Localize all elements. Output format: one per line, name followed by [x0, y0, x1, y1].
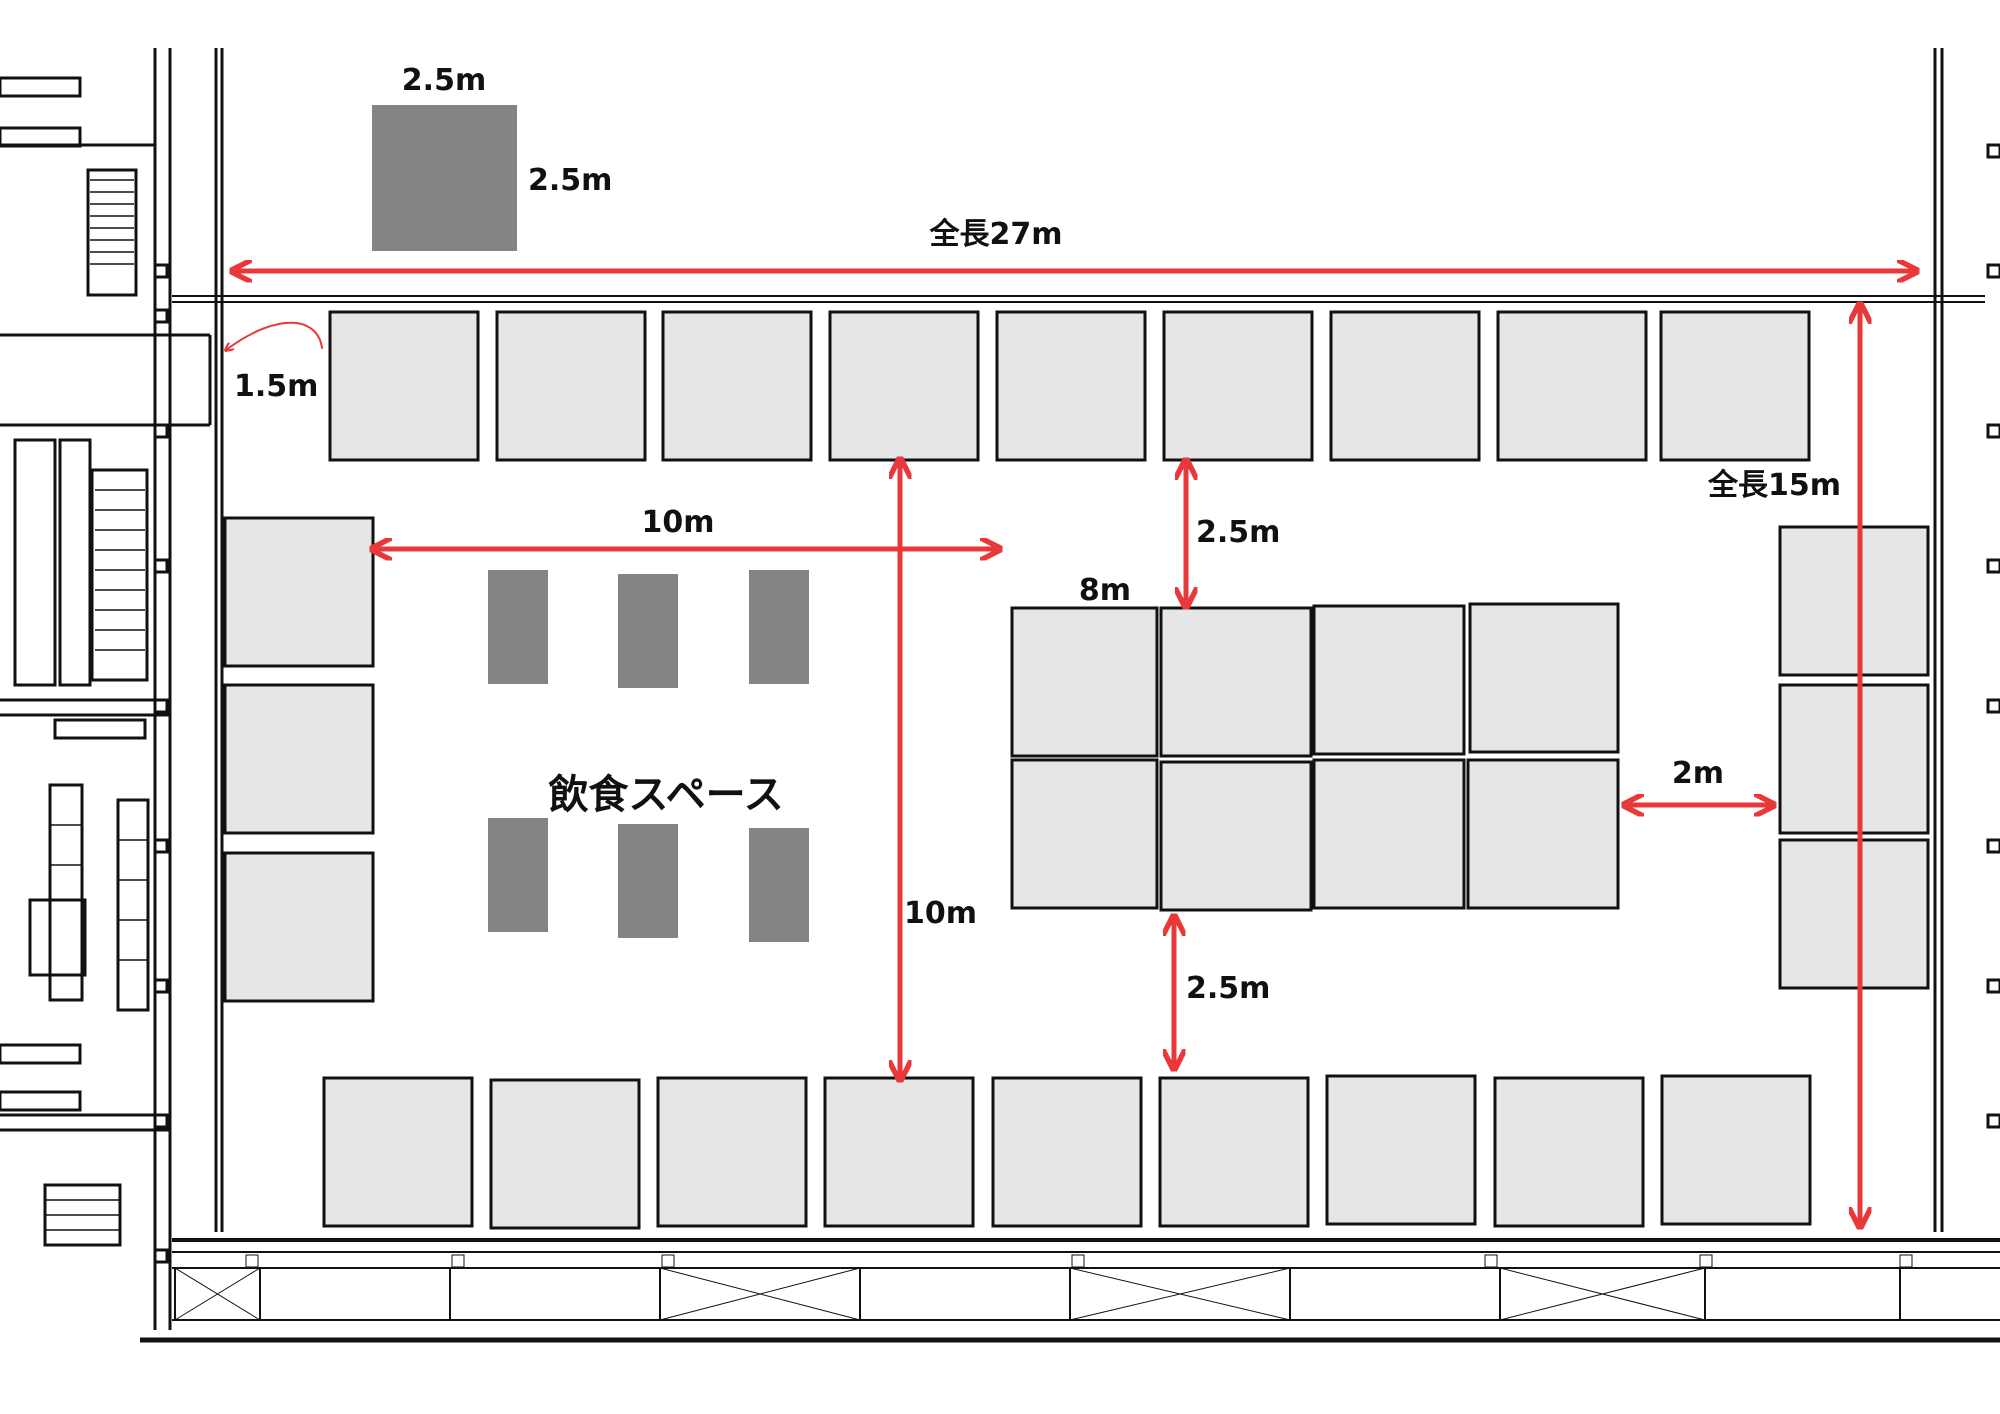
booth: [223, 851, 375, 1003]
booth: [223, 516, 375, 668]
sample-height-label: 2.5m: [528, 163, 612, 198]
dining-tables: [372, 105, 809, 942]
total-width-label: 全長15m: [1707, 468, 1841, 503]
booth: [1496, 310, 1648, 462]
booth: [828, 310, 980, 462]
sample-booth-square: [372, 105, 517, 251]
booth: [1159, 760, 1313, 912]
dining-table: [618, 824, 678, 938]
door-clearance-label: 1.5m: [234, 369, 318, 404]
dining-area-label: 飲食スペース: [548, 772, 783, 818]
booth: [1329, 310, 1481, 462]
dimension-labels: 2.5m 2.5m 全長27m 1.5m 全長15m 10m 2.5m 8m 飲…: [234, 63, 1841, 1006]
sample-width-label: 2.5m: [402, 63, 486, 98]
booth: [661, 310, 813, 462]
booth: [1325, 1074, 1477, 1226]
booth: [1493, 1076, 1645, 1228]
booth: [1010, 758, 1159, 910]
booth: [1162, 310, 1314, 462]
booth: [1778, 838, 1930, 990]
right-gap-label: 2m: [1672, 756, 1724, 791]
booth: [1778, 525, 1930, 677]
booth: [823, 1076, 975, 1228]
dining-table: [749, 828, 809, 942]
dining-table: [749, 570, 809, 684]
booth: [656, 1076, 808, 1228]
dining-table: [618, 574, 678, 688]
booth: [1466, 758, 1620, 910]
booth: [991, 1076, 1143, 1228]
booth: [1468, 602, 1620, 754]
vertical-gap-label: 10m: [904, 896, 977, 931]
booth: [1312, 604, 1466, 756]
booth: [1312, 758, 1466, 910]
bottom-gap-label: 2.5m: [1186, 971, 1270, 1006]
booth: [322, 1076, 474, 1228]
island-width-label: 8m: [1079, 573, 1131, 608]
booth: [223, 683, 375, 835]
booth: [995, 310, 1147, 462]
top-gap-label: 2.5m: [1196, 515, 1280, 550]
booth: [1158, 1076, 1310, 1228]
booth: [1159, 606, 1313, 758]
booth: [489, 1078, 641, 1230]
building-walls: [0, 48, 2000, 1330]
booth: [1659, 310, 1811, 462]
booth: [1660, 1074, 1812, 1226]
booth: [328, 310, 480, 462]
total-length-label: 全長27m: [928, 217, 1062, 252]
bottom-corridor: [140, 1238, 2000, 1343]
booth: [1010, 606, 1159, 758]
booth: [495, 310, 647, 462]
dimension-arrows: [226, 271, 1915, 1225]
dining-table: [488, 570, 548, 684]
booth: [1778, 683, 1930, 835]
left-gap-label: 10m: [641, 505, 714, 540]
door-clearance-arc: [226, 321, 323, 350]
dining-table: [488, 818, 548, 932]
